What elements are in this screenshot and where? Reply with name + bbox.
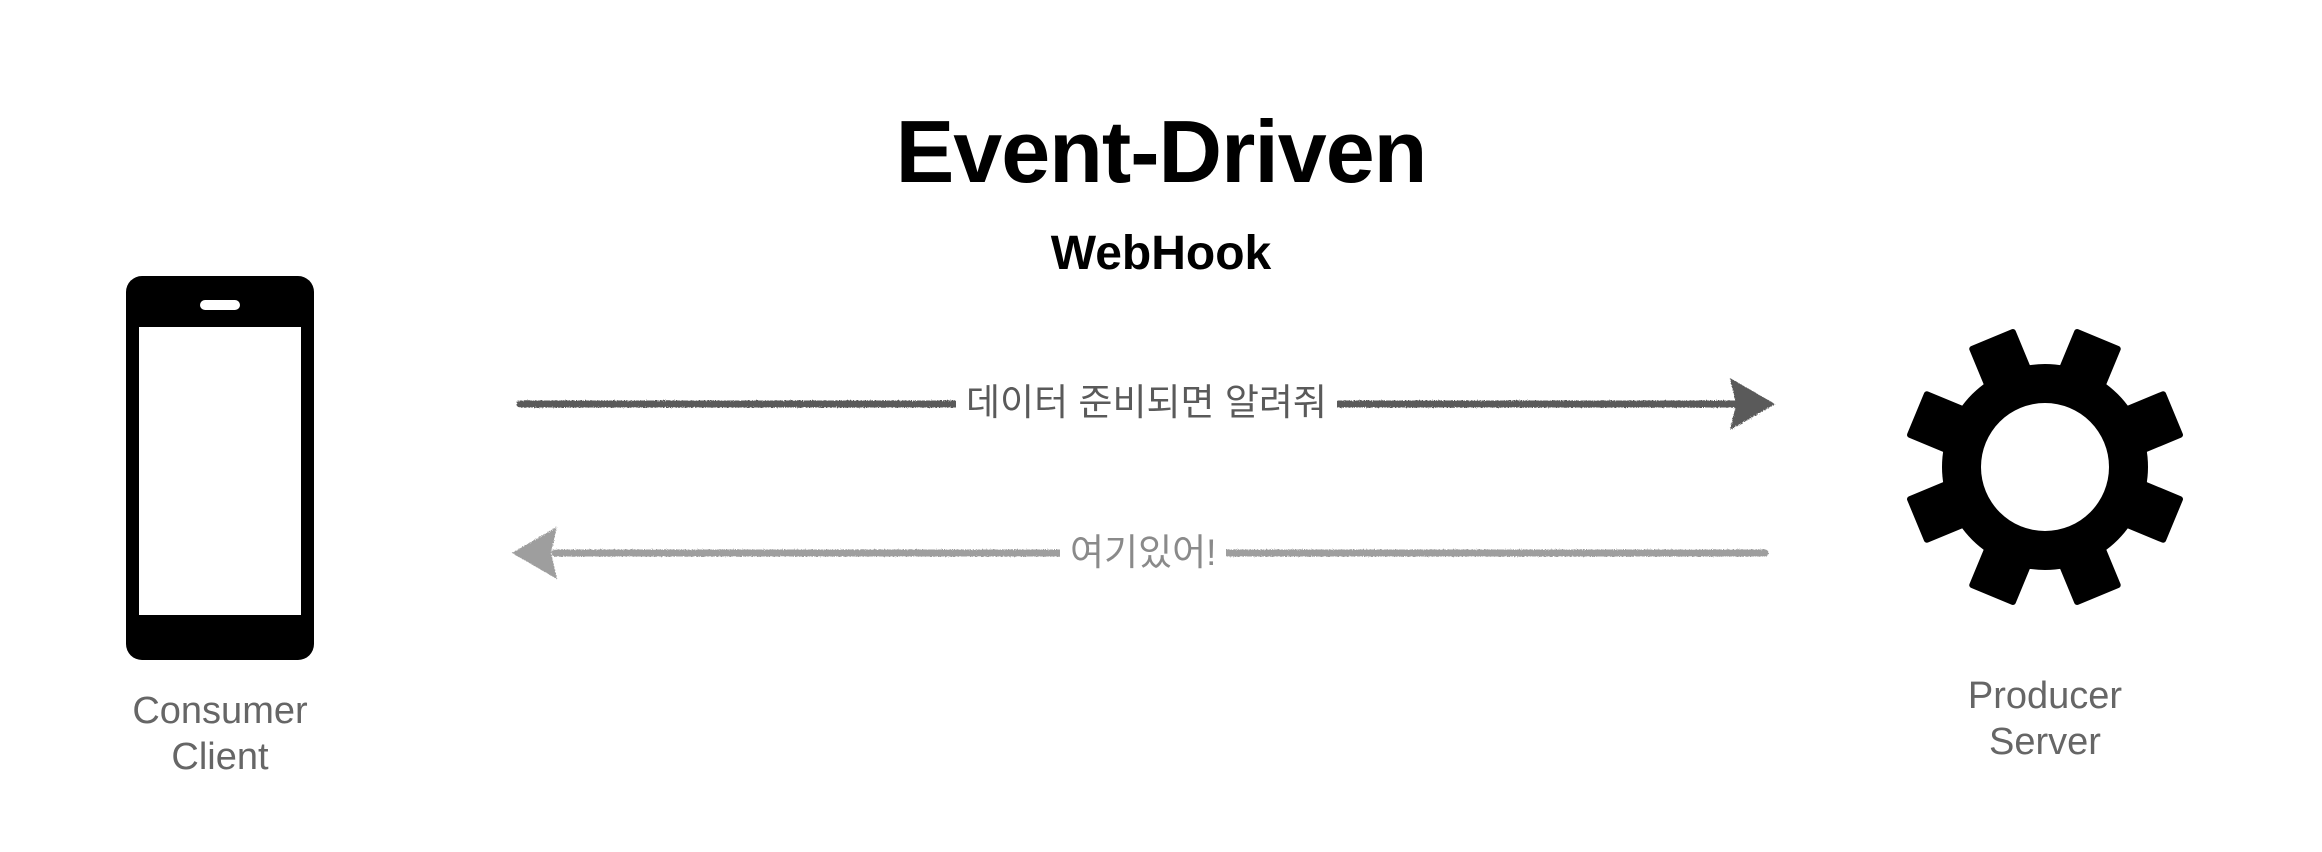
response-arrow-label: 여기있어! [1060, 534, 1227, 571]
producer-label-line1: Producer [1967, 675, 2123, 717]
producer-label: Producer Server [1915, 673, 2175, 765]
consumer-label-line1: Consumer [132, 690, 308, 732]
smartphone-icon [126, 276, 314, 660]
diagram-title: Event-Driven [895, 102, 1428, 201]
consumer-label-line2: Client [171, 736, 269, 778]
gear-icon [1907, 329, 2183, 605]
request-arrow-label: 데이터 준비되면 알려줘 [956, 384, 1337, 421]
consumer-label: Consumer Client [90, 688, 350, 780]
diagram-subtitle: WebHook [1050, 227, 1272, 280]
producer-label-line2: Server [1989, 721, 2101, 763]
